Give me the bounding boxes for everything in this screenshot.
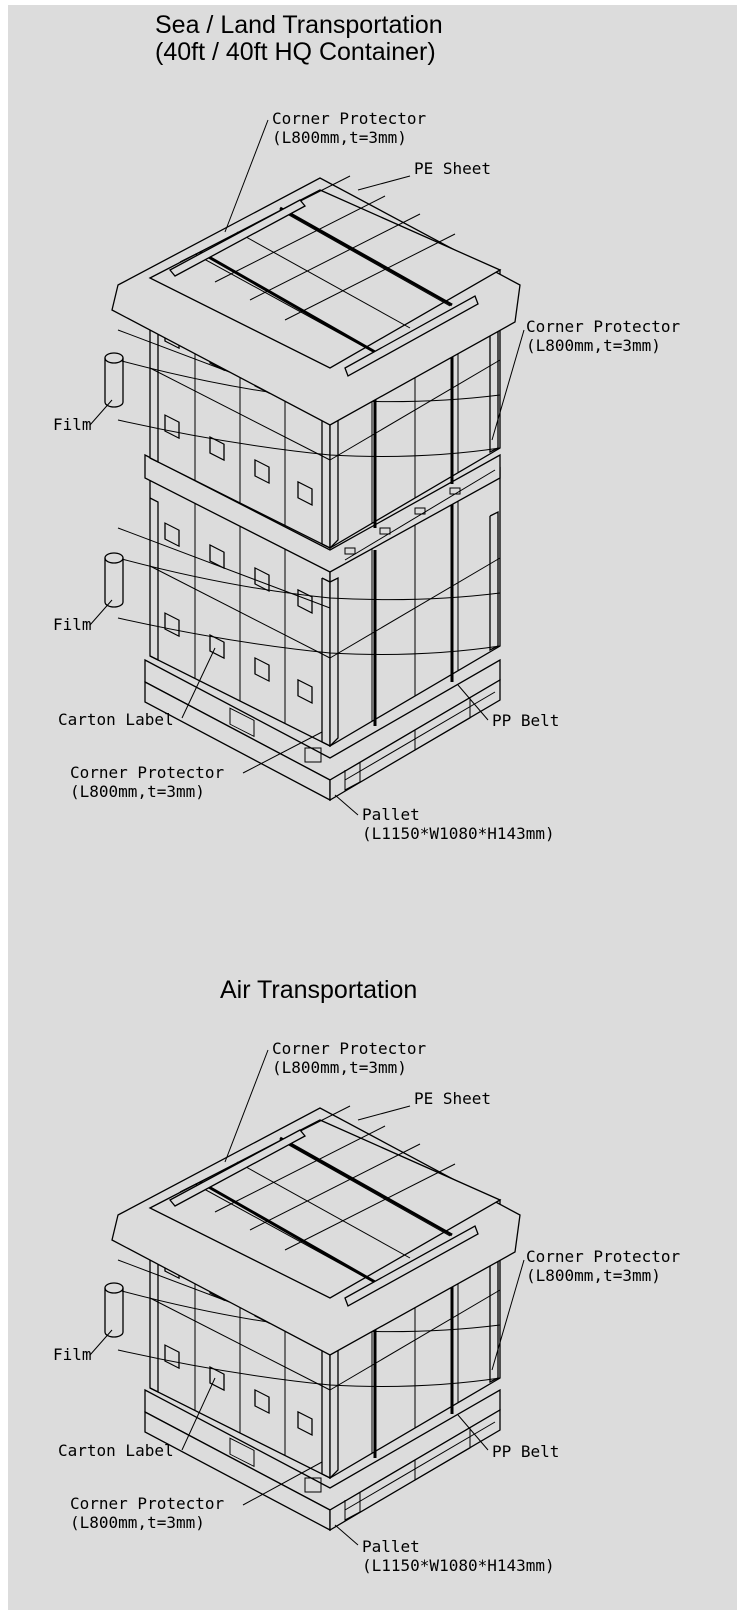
air-label-corner-protector-top: Corner Protector	[272, 1039, 426, 1058]
air-label-pallet-spec: (L1150*W1080*H143mm)	[362, 1556, 555, 1575]
air-label-corner-protector-right: Corner Protector	[526, 1247, 680, 1266]
air-leaders	[89, 1049, 525, 1546]
sea-label-pallet-spec: (L1150*W1080*H143mm)	[362, 824, 555, 843]
sea-label-corner-protector-top-spec: (L800mm,t=3mm)	[272, 128, 407, 147]
sea-title-line2: (40ft / 40ft HQ Container)	[155, 38, 436, 66]
air-label-corner-protector-right-spec: (L800mm,t=3mm)	[526, 1266, 661, 1285]
sea-label-pe-sheet: PE Sheet	[414, 159, 491, 178]
sea-label-carton-label: Carton Label	[58, 710, 174, 729]
sea-label-corner-protector-right-spec: (L800mm,t=3mm)	[526, 336, 661, 355]
air-label-pp-belt: PP Belt	[492, 1442, 559, 1461]
air-label-corner-protector-top-spec: (L800mm,t=3mm)	[272, 1058, 407, 1077]
air-stack-drawing	[104, 1104, 522, 1531]
sea-label-corner-protector-bottom-spec: (L800mm,t=3mm)	[70, 782, 205, 801]
air-label-film: Film	[53, 1345, 92, 1364]
sea-stack-drawing	[104, 174, 522, 801]
sea-labels: Corner Protector (L800mm,t=3mm) PE Sheet…	[53, 109, 680, 843]
air-labels: Corner Protector (L800mm,t=3mm) PE Sheet…	[53, 1039, 680, 1575]
sea-label-pallet: Pallet	[362, 805, 420, 824]
air-label-corner-protector-bottom: Corner Protector	[70, 1494, 224, 1513]
air-label-pallet: Pallet	[362, 1537, 420, 1556]
air-label-carton-label: Carton Label	[58, 1441, 174, 1460]
sea-label-corner-protector-top: Corner Protector	[272, 109, 426, 128]
sea-leaders	[89, 119, 525, 816]
sea-label-corner-protector-bottom: Corner Protector	[70, 763, 224, 782]
sea-label-corner-protector-right: Corner Protector	[526, 317, 680, 336]
air-label-corner-protector-bottom-spec: (L800mm,t=3mm)	[70, 1513, 205, 1532]
sea-title-line1: Sea / Land Transportation	[155, 11, 443, 39]
sea-label-film-upper: Film	[53, 415, 92, 434]
sea-label-pp-belt: PP Belt	[492, 711, 559, 730]
sea-label-film-lower: Film	[53, 615, 92, 634]
air-label-pe-sheet: PE Sheet	[414, 1089, 491, 1108]
air-title: Air Transportation	[220, 976, 418, 1004]
